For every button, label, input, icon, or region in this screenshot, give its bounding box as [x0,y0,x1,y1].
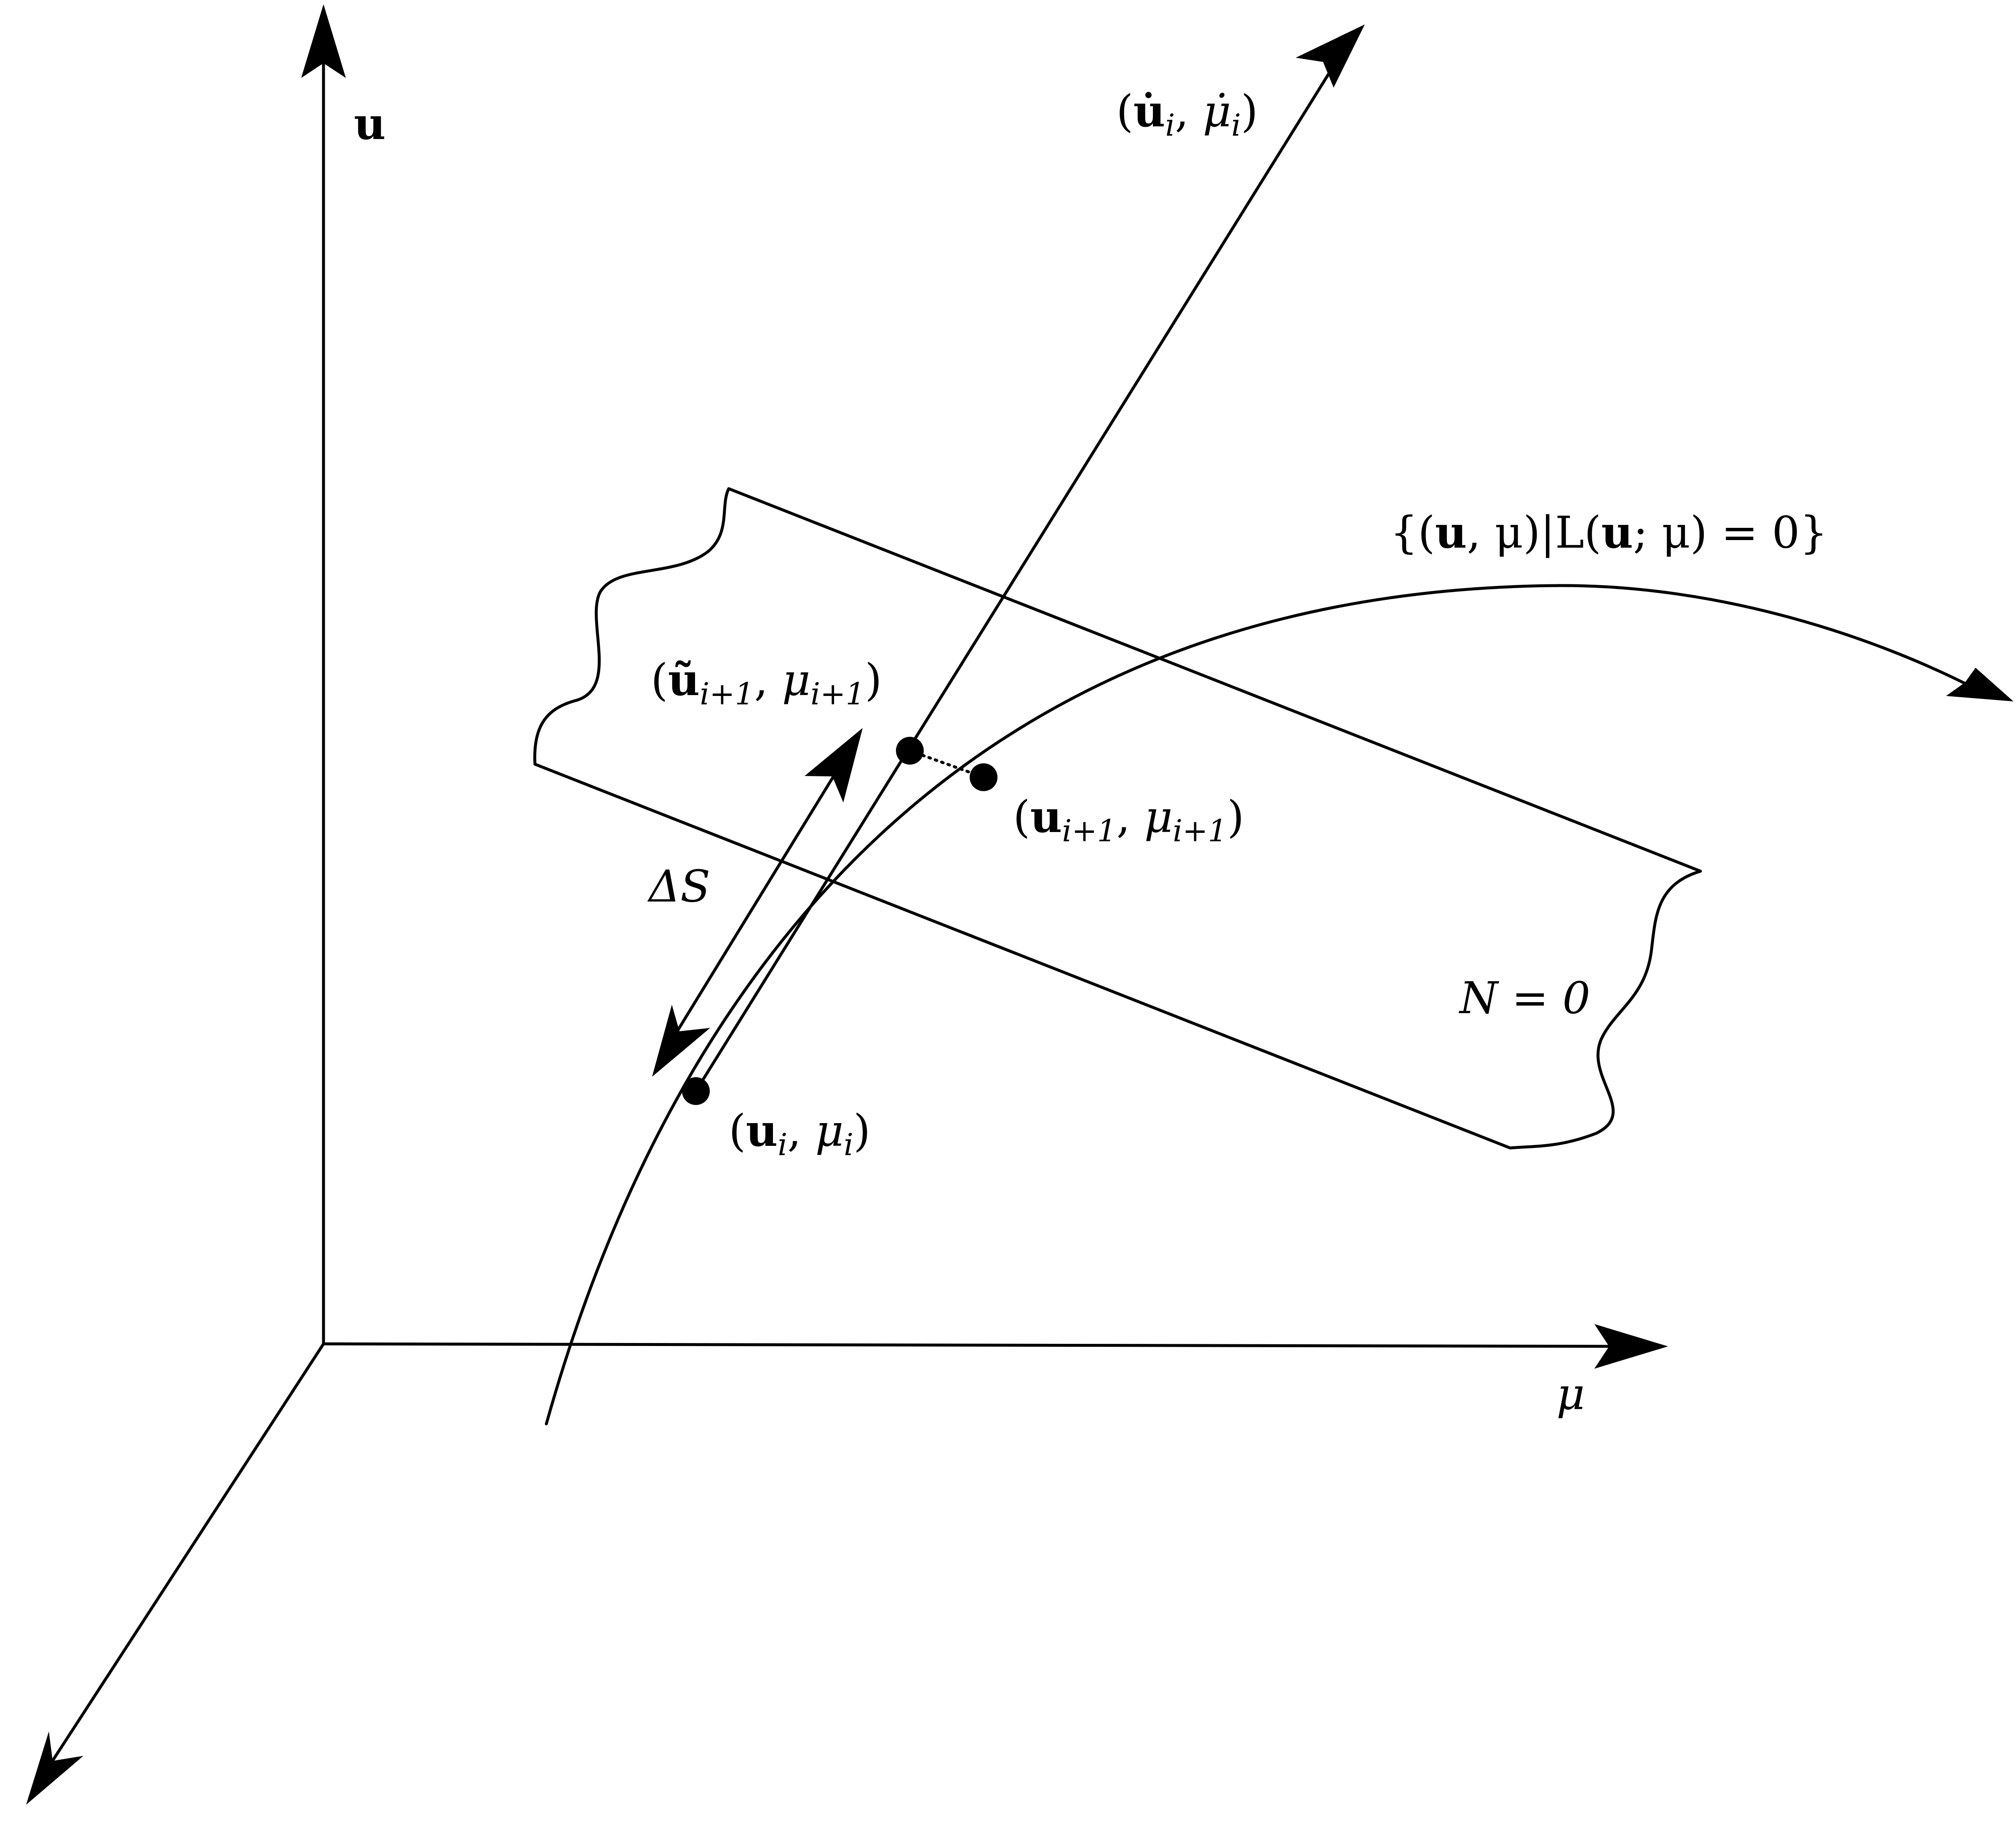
step-size-line [666,757,846,1049]
solution-curve-arrowhead [1946,668,2013,701]
next-solution-point [970,763,997,791]
current-point-label: (ui, μi) [729,1105,871,1162]
solution-curve [545,584,2013,1426]
step-size-arrowhead-top [805,728,863,803]
depth-axis-line [43,1342,325,1775]
tangent-label: (u̇i, μ̇i) [1116,85,1258,143]
mu-axis-line [322,1342,1628,1348]
plane-n-equals-zero [533,487,1702,1150]
plane-label: N = 0 [1458,972,1590,1024]
tangent-arrowhead [1296,24,1365,88]
u-axis-label: u [354,98,386,150]
predictor-point [896,737,924,765]
step-size-label: ΔS [647,861,710,912]
tangent-line [694,24,1365,1093]
tangent-line-stroke [694,62,1337,1093]
current-solution-point [682,1077,710,1105]
predictor-label: (ũi+1, μi+1) [651,654,882,712]
step-size-arrow [652,728,863,1077]
step-size-arrowhead-bottom [652,1005,710,1077]
mu-axis-arrowhead [1594,1324,1668,1369]
depth-axis-arrowhead [26,1731,83,1805]
u-axis-arrowhead [301,4,346,78]
axes [26,4,1668,1805]
solution-set-label: {(u, μ)|L(u; μ) = 0} [1390,506,1828,558]
mu-axis-label: μ [1556,1368,1585,1420]
next-point-label: (ui+1, μi+1) [1013,791,1244,848]
solution-curve-path [545,584,1981,1426]
